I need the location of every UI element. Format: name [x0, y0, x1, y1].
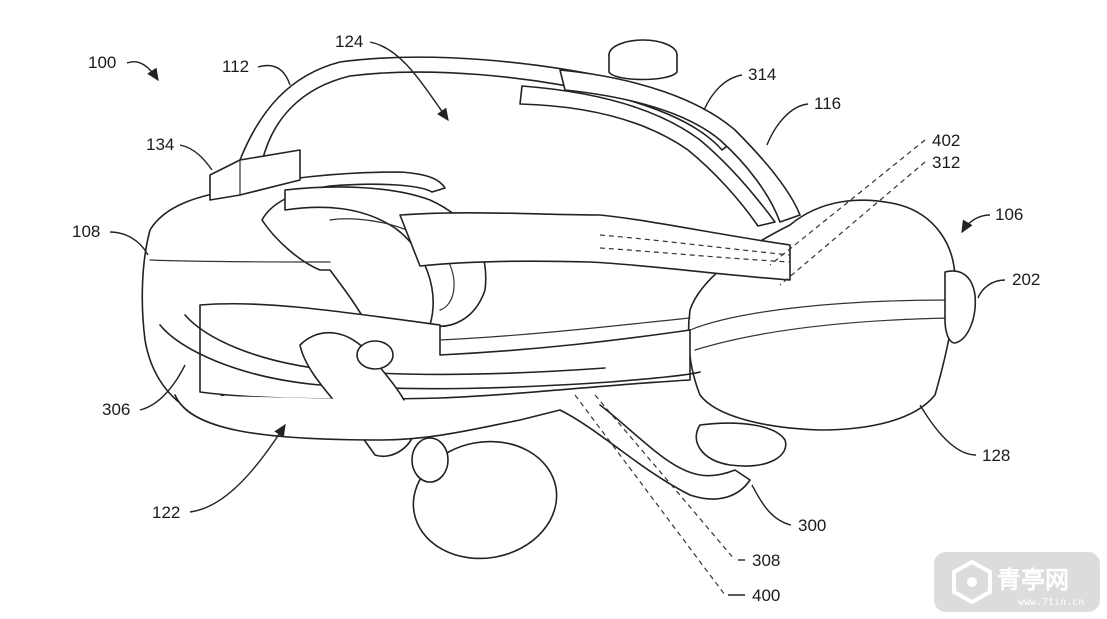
watermark-url: www.7tin.cn — [1018, 597, 1084, 608]
ref-306: 306 — [102, 400, 130, 419]
earphone — [411, 437, 558, 560]
lower-pod — [695, 422, 787, 467]
ref-402: 402 — [932, 131, 960, 150]
ref-314: 314 — [748, 65, 776, 84]
ref-122: 122 — [152, 503, 180, 522]
bottom-chassis — [174, 394, 751, 500]
watermark-name: 青亭网 — [997, 566, 1069, 594]
side-button — [944, 270, 977, 344]
headset-drawing — [141, 39, 977, 596]
rear-strap — [559, 69, 801, 223]
adjust-knob — [608, 39, 678, 81]
ref-106: 106 — [995, 205, 1023, 224]
ref-308: 308 — [752, 551, 780, 570]
cable — [159, 324, 701, 390]
ref-300: 300 — [798, 516, 826, 535]
inner-band — [399, 211, 791, 281]
ref-124: 124 — [335, 32, 363, 51]
ref-112: 112 — [222, 57, 249, 76]
reference-numerals: 100 112 124 314 116 402 312 134 106 108 … — [72, 32, 1040, 605]
ref-400: 400 — [752, 586, 780, 605]
strap-clip — [209, 149, 301, 201]
ref-116: 116 — [814, 94, 841, 113]
ref-312: 312 — [932, 153, 960, 172]
ref-202: 202 — [1012, 270, 1040, 289]
ref-100: 100 — [88, 53, 116, 72]
ref-134: 134 — [146, 135, 174, 154]
watermark: 青亭网 www.7tin.cn — [934, 552, 1100, 612]
strap-slot — [519, 85, 776, 227]
ref-128: 128 — [982, 446, 1010, 465]
ref-108: 108 — [72, 222, 100, 241]
leader-lines — [109, 41, 1006, 596]
hexagon-logo-icon — [952, 559, 992, 605]
